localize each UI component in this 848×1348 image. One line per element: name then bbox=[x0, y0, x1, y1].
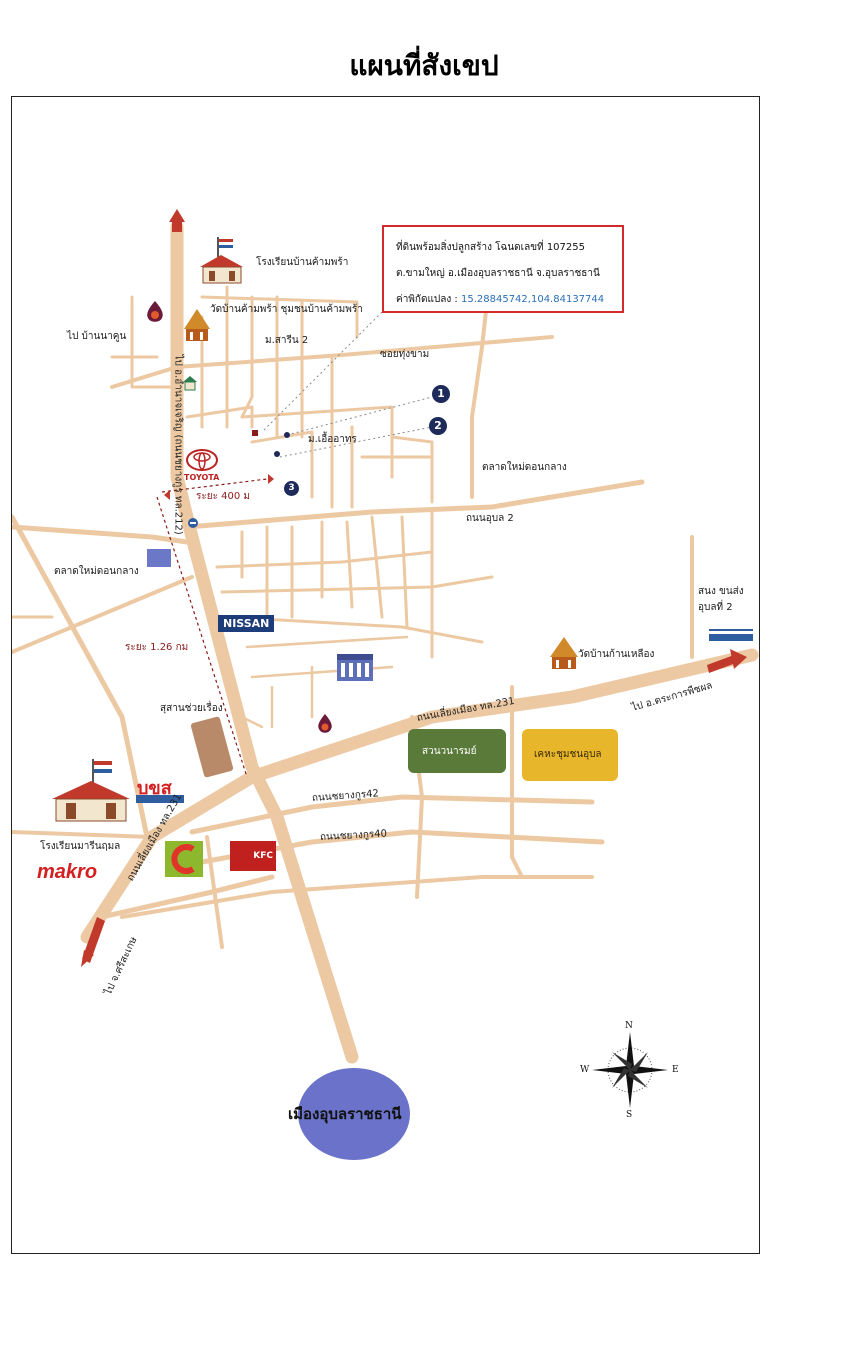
gas-station-icon bbox=[147, 301, 163, 322]
compass-west-label: W bbox=[580, 1065, 590, 1075]
road-west bbox=[12, 524, 190, 545]
school-icon bbox=[52, 759, 130, 822]
marker-2-badge[interactable]: 2 bbox=[429, 417, 447, 435]
marker-3-badge[interactable]: 3 bbox=[284, 481, 299, 496]
village-sarin-label: ม.สารีน 2 bbox=[265, 335, 309, 346]
map-canvas bbox=[12, 209, 759, 1160]
market-north-label: ตลาดใหม่ดอนกลาง bbox=[482, 462, 567, 473]
gas-station-icon bbox=[318, 714, 332, 733]
info-line3: ค่าพิกัดแปลง : 15.28845742,104.84137744 bbox=[396, 287, 610, 313]
temple-east-label: วัดบ้านก้านเหลือง bbox=[578, 649, 655, 660]
temple-icon bbox=[550, 637, 578, 669]
compass-rose-icon bbox=[592, 1032, 668, 1108]
temple-top-label: วัดบ้านค้ามพร้า ชุมชนบ้านค้ามพร้า bbox=[210, 304, 363, 315]
toyota-logo: TOYOTA bbox=[184, 449, 219, 482]
cemetery-label: สุสานช่วยเรื่อง bbox=[160, 703, 223, 714]
temple-icon bbox=[184, 309, 210, 341]
city-label: เมืองอุบลราชธานี bbox=[288, 1105, 402, 1123]
big-c-logo bbox=[165, 841, 203, 877]
school-top-label: โรงเรียนบ้านค้ามพร้า bbox=[256, 257, 349, 268]
info-line2: ต.ขามใหญ่ อ.เมืองอุบลราชธานี จ.อุบลราชธา… bbox=[396, 268, 600, 279]
distance-400-label: ระยะ 400 ม bbox=[196, 491, 251, 502]
road-231 bbox=[80, 648, 759, 944]
school-icon bbox=[200, 237, 243, 284]
community-label: เคหะชุมชนอุบล bbox=[534, 749, 602, 760]
to-ban-na-koon-label: ไป บ้านนาคูน bbox=[67, 331, 127, 342]
page-title: แผนที่สังเขป bbox=[349, 49, 499, 82]
toyota-emblem-icon bbox=[185, 449, 218, 471]
compass-east-label: E bbox=[672, 1065, 679, 1075]
school-west-label: โรงเรียนมารีนฤมล bbox=[40, 841, 121, 852]
bks-logo: บขส bbox=[137, 778, 172, 798]
house-icon bbox=[183, 376, 197, 391]
marker-1-badge[interactable]: 1 bbox=[432, 385, 450, 403]
market-west-label: ตลาดใหม่ดอนกลาง bbox=[54, 566, 139, 577]
road-212-label: ไป อ.อำนาจเจริญ (ถนนชยางกูร ทล.212) bbox=[172, 354, 184, 535]
info-coordinates[interactable]: 15.28845742,104.84137744 bbox=[460, 294, 605, 305]
compass-south-label: S bbox=[626, 1110, 633, 1120]
bus-icon bbox=[136, 795, 184, 803]
road-42 bbox=[189, 794, 595, 835]
park-label: สวนวนารมย์ bbox=[422, 746, 477, 757]
compass-north-label: N bbox=[625, 1021, 633, 1031]
road-soi-thung-kham bbox=[110, 335, 554, 389]
makro-logo: makro bbox=[37, 861, 98, 883]
road-ubon2 bbox=[184, 479, 645, 530]
nissan-logo: NISSAN bbox=[218, 615, 275, 632]
parcel-info-box: ที่ดินพร้อมสิ่งปลูกสร้าง โฉนดเลขที่ 1072… bbox=[382, 225, 624, 313]
road-ubon2-label: ถนนอุบล 2 bbox=[466, 513, 514, 524]
bank-icon bbox=[188, 518, 198, 528]
info-line1: ที่ดินพร้อมสิ่งปลูกสร้าง โฉนดเลขที่ 1072… bbox=[396, 242, 585, 253]
soi-thung-kham-label: ซอยทุ่งขาม bbox=[380, 349, 430, 360]
nursery-label: สนง ขนส่ง อุบลที่ 2 bbox=[698, 586, 744, 613]
kfc-logo: KFC bbox=[230, 841, 276, 871]
road-212 bbox=[170, 220, 359, 1064]
toyota-text: TOYOTA bbox=[184, 473, 220, 482]
m-uea-athorn-label: ม.เอื้ออาทร bbox=[308, 434, 357, 445]
distance-126-label: ระยะ 1.26 กม bbox=[125, 642, 189, 653]
info-coord-label: ค่าพิกัดแปลง : bbox=[396, 294, 461, 305]
map-frame[interactable]: ที่ดินพร้อมสิ่งปลูกสร้าง โฉนดเลขที่ 1072… bbox=[11, 96, 760, 1254]
